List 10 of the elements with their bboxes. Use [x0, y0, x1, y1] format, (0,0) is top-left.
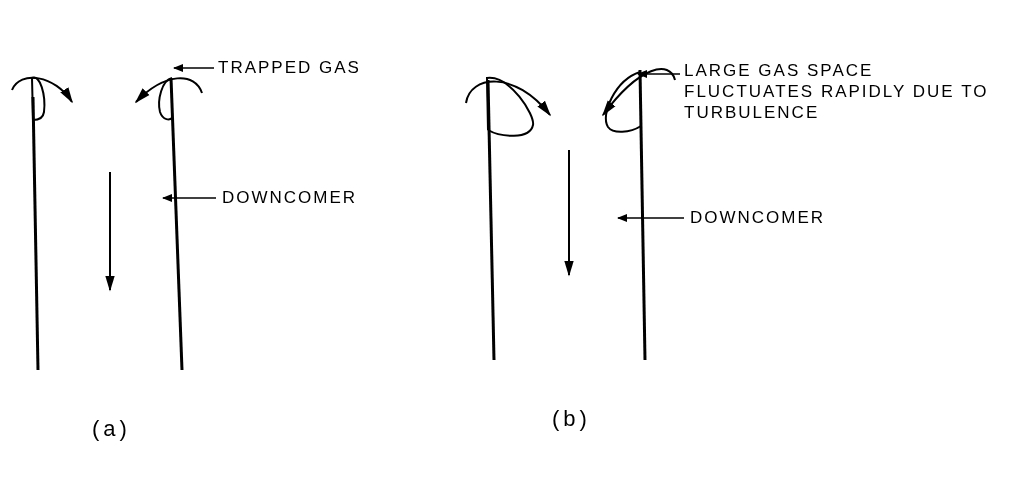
panel-label: (a) [92, 418, 131, 439]
leader-line [162, 194, 217, 202]
callout-label: DOWNCOMER [222, 187, 359, 208]
panel-label: (b) [552, 408, 591, 429]
leader-line [617, 214, 685, 222]
leader-line [173, 64, 215, 72]
callout-label: TRAPPED GAS [218, 57, 362, 78]
callout-label: LARGE GAS SPACE FLUCTUATES RAPIDLY DUE TO TURBULENCE [684, 60, 990, 123]
leader-line [637, 70, 681, 78]
callout-label: DOWNCOMER [690, 207, 827, 228]
